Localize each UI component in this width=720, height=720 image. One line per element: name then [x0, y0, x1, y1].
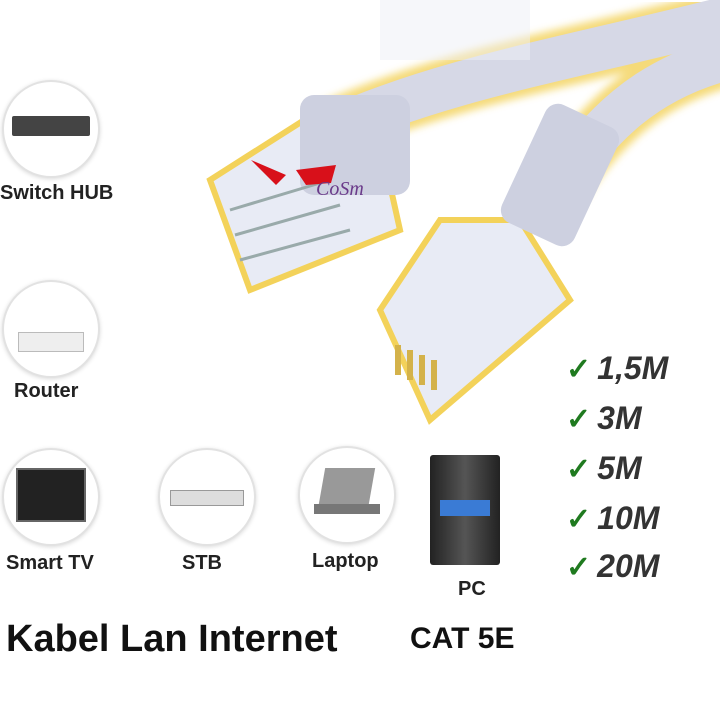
stb-image	[158, 448, 256, 546]
device-label-stb: STB	[182, 552, 222, 574]
cable-category: CAT 5E	[410, 622, 515, 655]
router-image	[2, 280, 100, 378]
check-icon: ✓	[566, 403, 592, 436]
length-option: ✓3M	[566, 400, 642, 436]
device-label-switch: Switch HUB	[0, 182, 114, 204]
length-option: ✓1,5M	[566, 350, 669, 386]
svg-text:CoSm: CoSm	[316, 178, 364, 200]
pc-image	[430, 455, 500, 565]
device-label-pc: PC	[458, 578, 486, 600]
check-icon: ✓	[566, 503, 592, 536]
connector-left	[206, 95, 410, 294]
brand-logo: CoSm	[246, 155, 386, 200]
device-label-router: Router	[14, 380, 79, 402]
check-icon: ✓	[566, 353, 592, 386]
smart-tv-image	[2, 448, 100, 546]
length-option: ✓10M	[566, 500, 660, 536]
device-label-tv: Smart TV	[6, 552, 94, 574]
product-title: Kabel Lan Internet	[6, 618, 338, 660]
switch-hub-image	[2, 80, 100, 178]
laptop-image	[298, 446, 396, 544]
lan-cable-illustration	[206, 0, 720, 425]
device-label-laptop: Laptop	[312, 550, 379, 572]
check-icon: ✓	[566, 453, 592, 486]
length-option: ✓20M	[566, 548, 660, 584]
length-option: ✓5M	[566, 450, 642, 486]
connector-right	[376, 103, 620, 425]
check-icon: ✓	[566, 551, 592, 584]
